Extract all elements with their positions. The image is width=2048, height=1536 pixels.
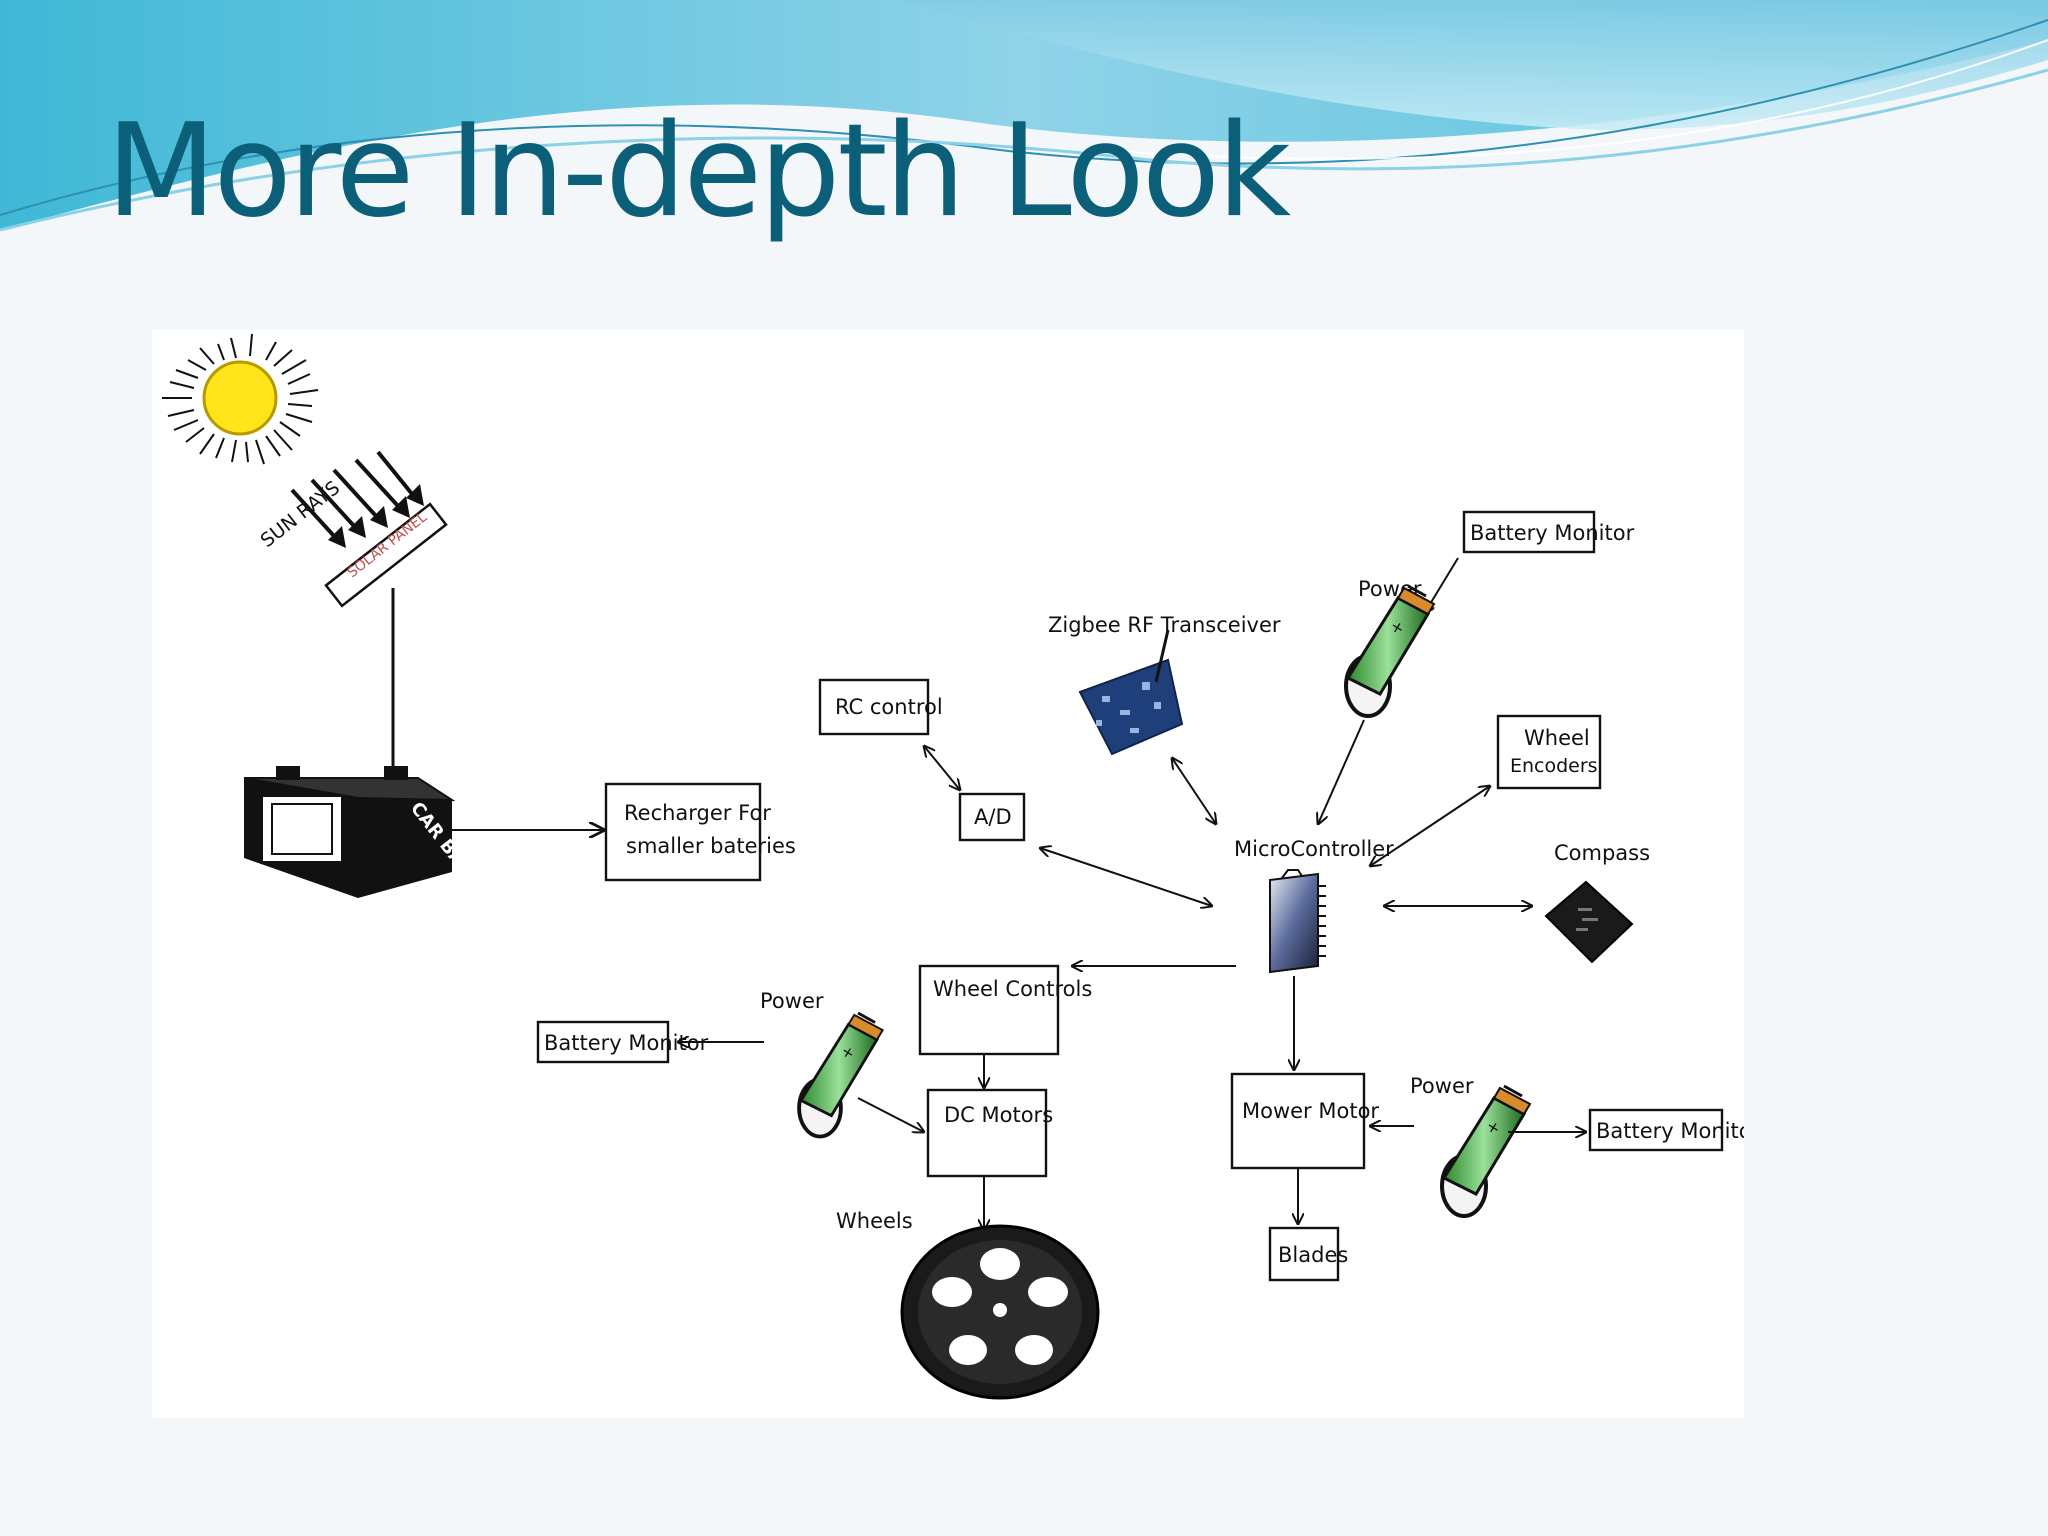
battery-cell-icon bbox=[1344, 584, 1436, 718]
wave-line-1 bbox=[0, 19, 2048, 216]
power-right-label: Power bbox=[1410, 1074, 1474, 1098]
recharger-box: Recharger For smaller bateries bbox=[604, 782, 796, 882]
wheel-controls-box: Wheel Controls bbox=[918, 964, 1092, 1056]
power-left-label: Power bbox=[760, 989, 824, 1013]
compass-label: Compass bbox=[1554, 841, 1650, 865]
dc-motors-box: DC Motors bbox=[926, 1088, 1053, 1178]
battery-cell-icon bbox=[797, 1011, 885, 1139]
wheel-icon bbox=[900, 1224, 1100, 1400]
arrow-rc-ad bbox=[924, 746, 960, 790]
svg-text:Wheel Controls: Wheel Controls bbox=[933, 977, 1092, 1001]
system-diagram: + SUN RAYS SOLA bbox=[162, 333, 1744, 1400]
svg-text:Encoders: Encoders bbox=[1510, 755, 1598, 777]
arrow-zigbee-microcontroller bbox=[1172, 758, 1216, 824]
svg-text:Blades: Blades bbox=[1278, 1243, 1348, 1267]
battery-monitor-top-box: Battery Monitor bbox=[1462, 510, 1635, 554]
svg-text:smaller bateries: smaller bateries bbox=[626, 834, 796, 858]
svg-text:Recharger For: Recharger For bbox=[624, 801, 771, 825]
svg-text:DC Motors: DC Motors bbox=[944, 1103, 1053, 1127]
svg-text:Battery Monitor: Battery Monitor bbox=[1470, 521, 1635, 545]
wave-band-light bbox=[900, 0, 2048, 130]
svg-text:A/D: A/D bbox=[974, 805, 1012, 829]
zigbee-label: Zigbee RF Transceiver bbox=[1048, 613, 1281, 637]
diagram-panel: + SUN RAYS SOLA bbox=[152, 330, 1744, 1418]
mower-motor-box: Mower Motor bbox=[1230, 1072, 1379, 1170]
ad-box: A/D bbox=[958, 792, 1026, 842]
wave-line-2 bbox=[0, 68, 2048, 232]
svg-text:Battery Monitor: Battery Monitor bbox=[1596, 1119, 1744, 1143]
arrow-encoders-microcontroller bbox=[1370, 786, 1490, 866]
arrow-ad-microcontroller bbox=[1040, 848, 1212, 906]
battery-monitor-right-box: Battery Monitor bbox=[1588, 1108, 1744, 1152]
microcontroller-label: MicroController bbox=[1234, 837, 1394, 861]
arrow-power-left-dcmotors bbox=[857, 1097, 924, 1132]
svg-text:Wheel: Wheel bbox=[1524, 726, 1590, 750]
wheel-encoders-box: Wheel Encoders bbox=[1496, 714, 1602, 790]
svg-text:Mower Motor: Mower Motor bbox=[1242, 1099, 1379, 1123]
compass-chip-icon bbox=[1544, 880, 1634, 964]
zigbee-board-icon bbox=[1078, 629, 1184, 756]
svg-text:RC control: RC control bbox=[835, 695, 943, 719]
solar-panel-icon: SUN RAYS SOLAR PANEL bbox=[257, 450, 448, 772]
arrow-power-top-microcontroller bbox=[1318, 719, 1365, 824]
wave-line-3 bbox=[1099, 39, 2048, 160]
blades-box: Blades bbox=[1268, 1226, 1348, 1282]
wheels-label: Wheels bbox=[836, 1209, 913, 1233]
microcontroller-chip-icon bbox=[1269, 869, 1326, 974]
sun-icon bbox=[162, 333, 319, 465]
battery-cell-icon bbox=[1440, 1084, 1532, 1218]
slide-title: More In-depth Look bbox=[106, 97, 1291, 246]
rc-control-box: RC control bbox=[818, 678, 943, 736]
car-battery-icon: CAR BATTERY bbox=[243, 766, 507, 920]
